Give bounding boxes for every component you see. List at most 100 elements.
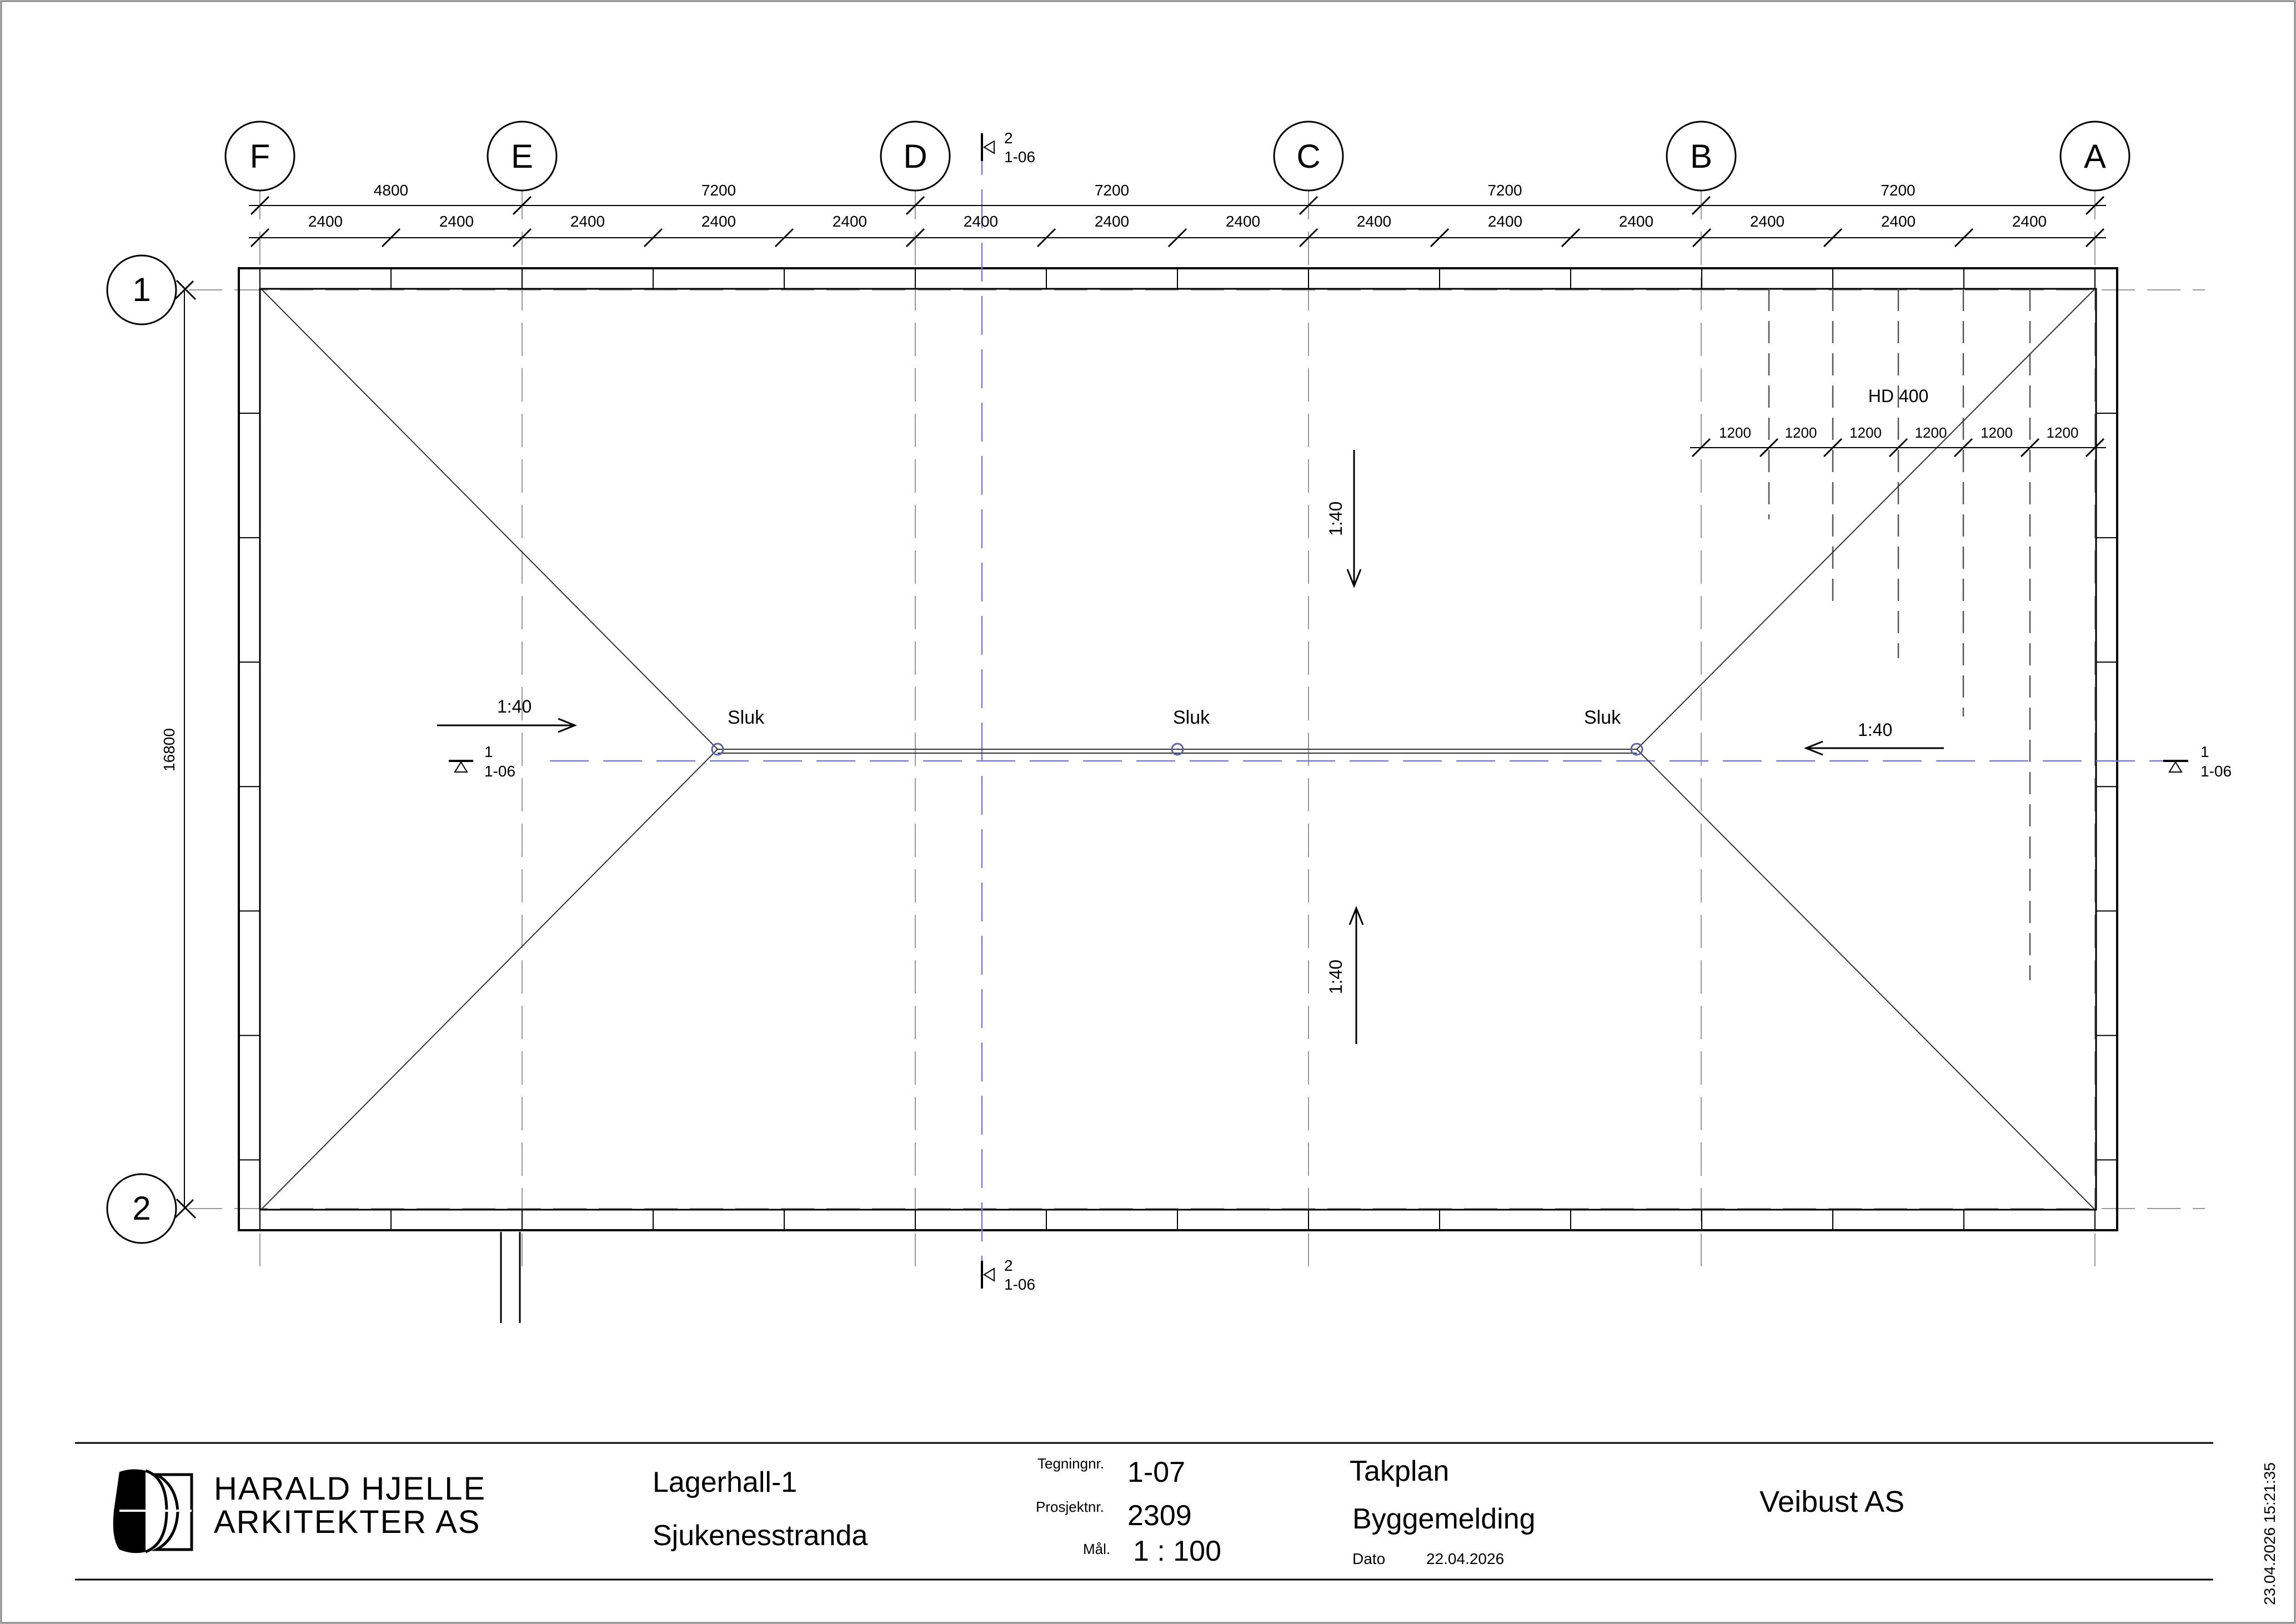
- dimension-tick: [774, 228, 794, 248]
- project-location: Sjukenesstranda: [653, 1520, 868, 1552]
- section-sheet: 1-06: [1004, 1276, 1035, 1293]
- depth-value: 16800: [161, 728, 178, 771]
- section-marker-left: 1 1-06: [449, 743, 515, 780]
- column-bubble-f: F: [224, 121, 295, 192]
- slope-arrow-bottom: 1:40: [1326, 905, 1364, 1044]
- dimension-value: 1200: [1849, 424, 1882, 441]
- dimension-value: 2400: [701, 213, 736, 230]
- column-bubble-a: A: [2059, 121, 2130, 192]
- dimension-tick: [174, 280, 194, 300]
- dimension-value: 2400: [308, 213, 343, 230]
- slope-arrow-left: 1:40: [437, 696, 578, 733]
- scale-label: Mål.: [1083, 1541, 1110, 1557]
- company-name-line2: ARKITEKTER AS: [214, 1504, 480, 1540]
- dimension-tick: [512, 196, 532, 215]
- dimension-tick: [1561, 228, 1581, 248]
- dimension-tick: [1823, 438, 1843, 458]
- dimension-value: 1200: [1785, 424, 1817, 441]
- drain-sluk-2: Sluk: [1171, 707, 1210, 756]
- dimension-value: 2400: [2012, 213, 2047, 230]
- grid-label: C: [1296, 138, 1320, 175]
- dimension-tick: [2085, 196, 2105, 215]
- slope-label: 1:40: [1326, 502, 1346, 536]
- dimension-tick: [1888, 438, 1908, 458]
- dimension-tick: [174, 1199, 194, 1219]
- dimension-tick: [1430, 228, 1450, 248]
- row-bubble-1: 1: [106, 254, 197, 325]
- dimension-value: 2400: [1619, 213, 1653, 230]
- date-label: Dato: [1352, 1550, 1385, 1567]
- slope-label: 1:40: [1326, 960, 1346, 994]
- project-name: Lagerhall-1: [653, 1466, 797, 1498]
- grid-label: E: [511, 138, 533, 175]
- section-marker-top: 2 1-06: [981, 129, 1035, 166]
- dimension-value: 2400: [1488, 213, 1522, 230]
- section-number: 1: [2200, 743, 2209, 760]
- column-bubble-d: D: [880, 121, 951, 192]
- dimension-tick: [1953, 438, 1973, 458]
- dimension-tick: [250, 196, 270, 215]
- drawing-no-label: Tegningnr.: [1037, 1455, 1104, 1472]
- drawing-title: Takplan: [1350, 1455, 1449, 1487]
- print-timestamp: 23.04.2026 15:21:35: [2261, 1462, 2278, 1605]
- dimension-tick: [1691, 196, 1711, 215]
- section-marker-bottom: 2 1-06: [981, 1257, 1035, 1293]
- wall-panel-joints: [239, 268, 2117, 1230]
- column-bubble-b: B: [1666, 121, 1737, 192]
- dimension-tick: [250, 228, 270, 248]
- dimension-tick: [381, 228, 401, 248]
- scale: 1 : 100: [1133, 1535, 1221, 1567]
- company-name-line1: HARALD HJELLE: [214, 1471, 486, 1507]
- row-bubble-2: 2: [106, 1173, 197, 1244]
- dimension-tick: [643, 228, 663, 248]
- dimension-tick: [1823, 228, 1843, 248]
- dimension-value: 1200: [1719, 424, 1751, 441]
- dimension-value: 2400: [439, 213, 474, 230]
- dimension-tick: [1692, 228, 1712, 248]
- dimension-tick: [1167, 228, 1187, 248]
- section-number: 1: [484, 743, 493, 760]
- dimension-value: 4800: [374, 182, 408, 199]
- dimension-value: 2400: [1881, 213, 1916, 230]
- section-number: 2: [1004, 129, 1013, 147]
- grid-label: D: [903, 138, 927, 175]
- downpipe: [500, 1232, 521, 1323]
- column-bubble-c: C: [1273, 121, 1344, 192]
- dimension-value: 7200: [1881, 182, 1915, 199]
- dimension-value: 2400: [833, 213, 867, 230]
- depth-dimension: 16800: [161, 280, 194, 1219]
- dimension-tick: [905, 196, 925, 215]
- dimension-tick: [512, 228, 532, 248]
- dimension-value: 1200: [2047, 424, 2079, 441]
- dimension-value: 2400: [1357, 213, 1391, 230]
- project-no-label: Prosjektnr.: [1036, 1498, 1104, 1515]
- dimension-tick: [1759, 438, 1779, 458]
- slope-label: 1:40: [497, 696, 532, 716]
- slope-label: 1:40: [1858, 720, 1892, 740]
- drain-sluk-1: Sluk: [711, 707, 765, 756]
- section-sheet: 1-06: [484, 763, 515, 780]
- dimension-value: 2400: [964, 213, 998, 230]
- column-bubble-e: E: [487, 121, 558, 192]
- drain-sluk-3: Sluk: [1584, 707, 1643, 756]
- hd-400-lines: [1768, 289, 2031, 980]
- grid-label: B: [1690, 138, 1712, 175]
- grid-label: F: [250, 138, 270, 175]
- dimension-tick: [1954, 228, 1974, 248]
- title-block: HARALD HJELLE ARKITEKTER AS Lagerhall-1 …: [75, 1442, 2213, 1581]
- company-logo: [113, 1469, 193, 1553]
- grid-label: A: [2084, 138, 2106, 175]
- dimension-value: 2400: [1750, 213, 1784, 230]
- dimension-value: 2400: [570, 213, 605, 230]
- grid-lines: [189, 186, 2205, 1266]
- grid-label: 1: [132, 271, 151, 308]
- dimension-tick: [2085, 438, 2105, 458]
- dimension-tick: [1691, 438, 1711, 458]
- dimension-value: 7200: [1487, 182, 1522, 199]
- dimension-value: 7200: [701, 182, 736, 199]
- client-name: Veibust AS: [1759, 1485, 1904, 1518]
- section-marker-right: 1 1-06: [2163, 743, 2232, 780]
